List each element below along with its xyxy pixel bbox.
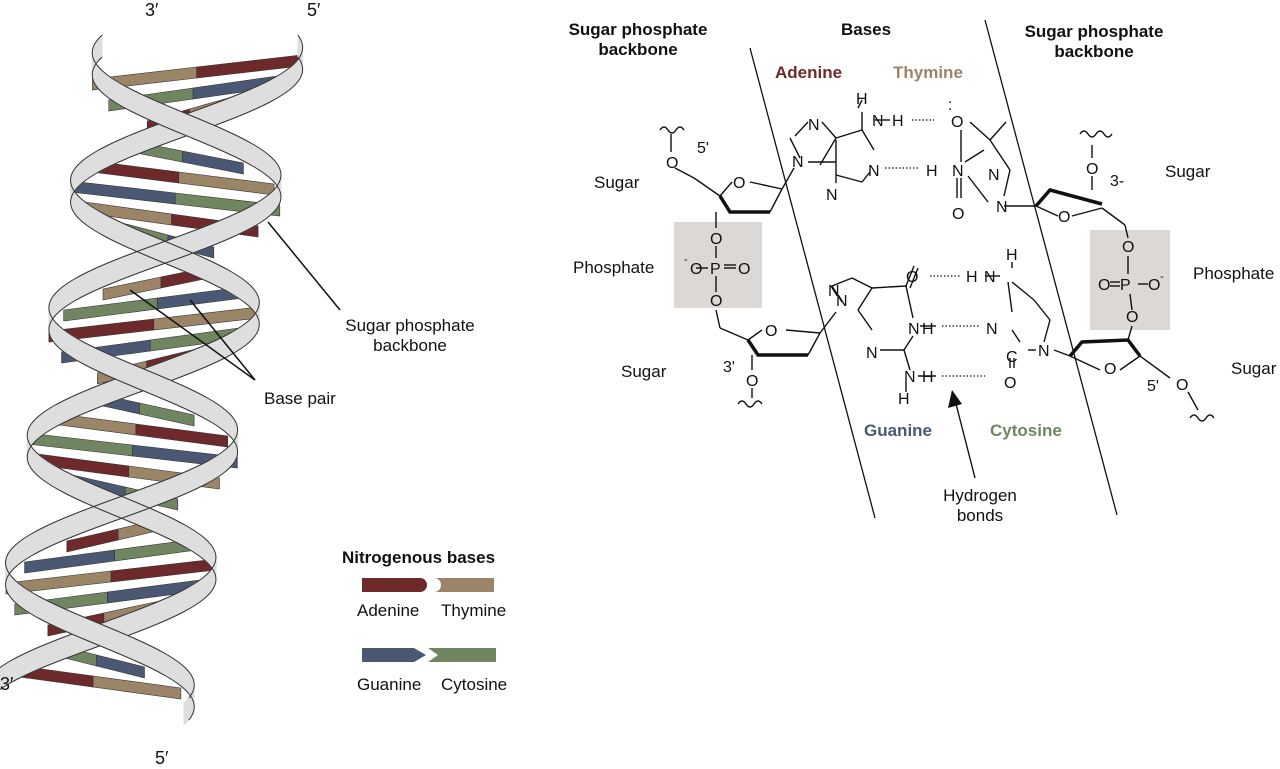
svg-text:O: O (1148, 277, 1160, 294)
svg-text:-: - (684, 254, 688, 266)
svg-text:N: N (792, 154, 804, 171)
svg-text:H: H (892, 113, 904, 130)
svg-text:H: H (856, 91, 868, 108)
svg-text:O: O (1126, 309, 1138, 326)
phosphate-label-left: Phosphate (573, 258, 654, 278)
prime-5-top-left: 5' (697, 140, 709, 158)
phosphate-label-right: Phosphate (1193, 264, 1274, 284)
structure-bases-label: Bases (841, 20, 891, 40)
structure-backbone-right-label: Sugar phosphate backbone (1004, 22, 1184, 61)
svg-text:N: N (808, 117, 820, 134)
structure-cytosine-label: Cytosine (990, 421, 1062, 441)
svg-text:O: O (710, 231, 722, 248)
svg-text:O: O (1104, 361, 1116, 378)
sugar-label-top-right: Sugar (1165, 162, 1210, 182)
sugar-label-bottom-right: Sugar (1231, 359, 1276, 379)
svg-text:H: H (926, 163, 938, 180)
prime-3-top-right: 3- (1110, 173, 1124, 191)
svg-text:N: N (872, 113, 884, 130)
prime-3-bottom-left: 3' (723, 359, 735, 377)
svg-text:H: H (966, 269, 978, 286)
svg-text:O: O (746, 373, 758, 390)
svg-text:H: H (898, 391, 910, 408)
svg-text:O: O (951, 114, 963, 131)
structure-guanine-label: Guanine (864, 421, 932, 441)
svg-text:H: H (922, 369, 934, 386)
svg-text:N: N (996, 199, 1008, 216)
svg-text:N: N (908, 321, 920, 338)
svg-text:O: O (666, 155, 678, 172)
svg-text:N: N (1038, 343, 1050, 360)
svg-text:N: N (826, 187, 838, 204)
structure-thymine-label: Thymine (893, 63, 963, 83)
svg-text:N: N (988, 167, 1000, 184)
svg-text:O: O (1004, 375, 1016, 392)
svg-text:O: O (952, 206, 964, 223)
svg-text:N: N (984, 269, 996, 286)
svg-text:O: O (906, 269, 918, 286)
sugar-label-top-left: Sugar (594, 173, 639, 193)
svg-text:N: N (866, 345, 878, 362)
svg-text:O: O (765, 323, 777, 340)
sugar-label-bottom-left: Sugar (621, 362, 666, 382)
hydrogen-bonds-label: Hydrogen bonds (925, 486, 1035, 525)
svg-text:O: O (733, 175, 745, 192)
prime-5-bottom-right: 5' (1147, 378, 1159, 396)
svg-text:C: C (1006, 349, 1018, 366)
svg-text:O: O (1176, 377, 1188, 394)
svg-text:N: N (868, 163, 880, 180)
svg-text:P: P (1120, 277, 1131, 294)
svg-text:O: O (1098, 277, 1110, 294)
svg-text::: : (948, 97, 952, 114)
svg-text:O: O (690, 261, 702, 278)
svg-text:O: O (1086, 161, 1098, 178)
structure-backbone-left-label: Sugar phosphate backbone (548, 20, 728, 59)
svg-text:O: O (738, 261, 750, 278)
svg-text:-: - (1160, 271, 1164, 283)
svg-text:N: N (828, 283, 840, 300)
svg-text:P: P (710, 261, 721, 278)
svg-text:N: N (904, 369, 916, 386)
svg-text:O: O (1122, 239, 1134, 256)
hydrogen-bond-arrowhead (948, 390, 962, 408)
structure-adenine-label: Adenine (775, 63, 842, 83)
svg-text:O: O (1058, 209, 1070, 226)
svg-text:N: N (952, 163, 964, 180)
svg-text:O: O (710, 293, 722, 310)
svg-text:H: H (922, 321, 934, 338)
svg-text:H: H (1006, 247, 1018, 264)
svg-text:N: N (986, 321, 998, 338)
